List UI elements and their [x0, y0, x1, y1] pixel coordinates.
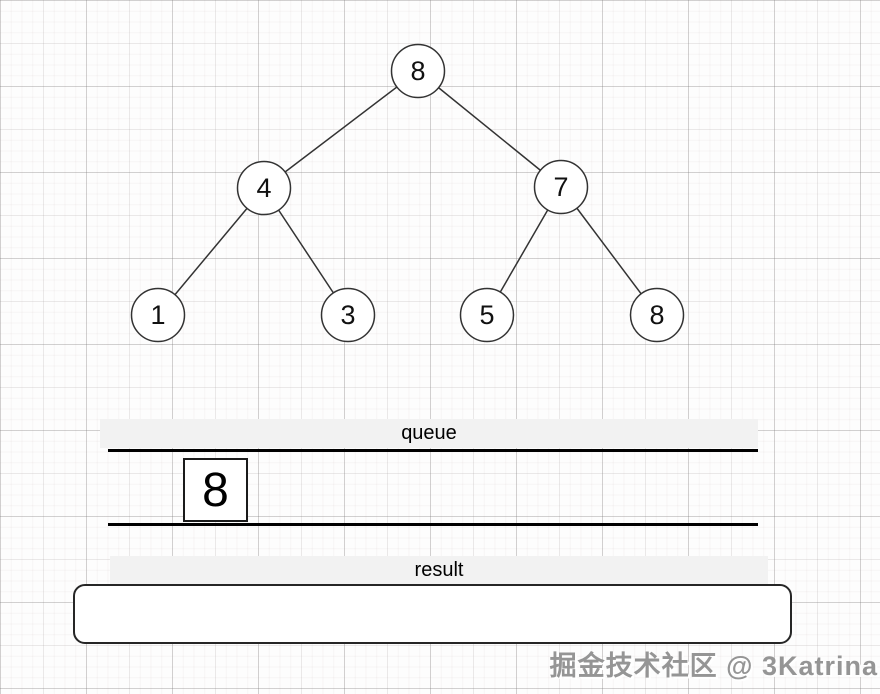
- tree-node-left-right: 3: [320, 287, 376, 343]
- tree-node-value: 3: [340, 300, 355, 330]
- tree-edge-root-left: [263, 70, 419, 189]
- tree-node-circle: [459, 287, 515, 343]
- result-container: [73, 584, 792, 644]
- queue-items: 8: [183, 458, 248, 522]
- tree-node-root: 8: [390, 43, 446, 99]
- tree-node-circle: [390, 43, 446, 99]
- tree-node-right: 7: [533, 159, 589, 215]
- queue-section-header: queue: [100, 419, 758, 448]
- tree-edge-left-left-left: [157, 187, 265, 316]
- tree-node-value: 5: [479, 300, 494, 330]
- tree-node-circle: [130, 287, 186, 343]
- tree-node-value: 8: [649, 300, 664, 330]
- tree-node-value: 4: [256, 173, 271, 203]
- tree-node-circle: [320, 287, 376, 343]
- tree-node-circle: [533, 159, 589, 215]
- queue-item: 8: [183, 458, 248, 522]
- tree-node-left: 4: [236, 160, 292, 216]
- queue-top-line: [108, 449, 758, 452]
- tree-edge-root-right: [417, 70, 562, 188]
- tree-node-left-left: 1: [130, 287, 186, 343]
- tree-node-right-left: 5: [459, 287, 515, 343]
- tree-node-value: 8: [410, 56, 425, 86]
- tree-node-value: 7: [553, 172, 568, 202]
- result-label: result: [414, 558, 464, 581]
- tree-node-circle: [236, 160, 292, 216]
- tree-node-value: 1: [150, 300, 165, 330]
- watermark: 掘金技术社区 @ 3Katrina: [549, 651, 878, 681]
- tree-node-right-right: 8: [629, 287, 685, 343]
- tree-node-circle: [629, 287, 685, 343]
- result-section-header: result: [110, 556, 768, 584]
- queue-bottom-line: [108, 523, 758, 526]
- queue-label: queue: [401, 422, 457, 444]
